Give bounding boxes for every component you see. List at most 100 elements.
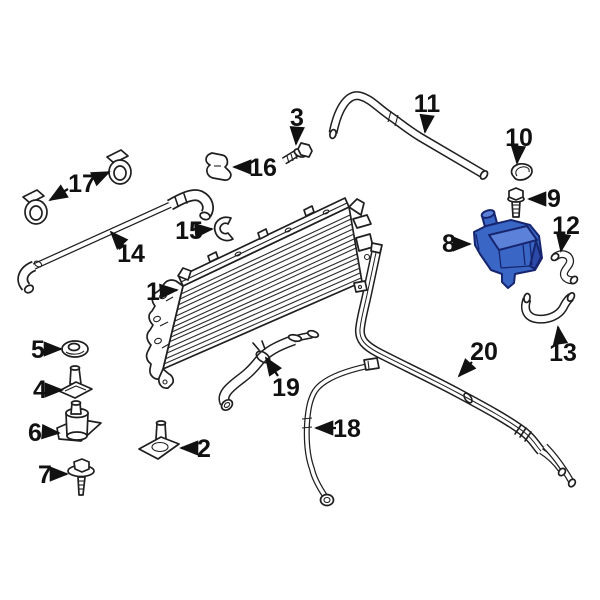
callout-19-arrow [264,356,283,377]
hose-12-end-cap [550,252,560,262]
reservoir-ribs [475,233,533,269]
callout-3-arrow [289,126,305,146]
radiator-corner-bracket-left [177,267,192,281]
tube-18-sleeve [301,426,313,429]
hose-12-drawing[interactable] [550,250,579,285]
reservoir-filler-cap [480,209,496,219]
callout-20-arrow [457,358,477,378]
cooler-line-top-fitting [370,242,383,254]
hose-11-sleeve [394,114,399,127]
callout-6-arrow [41,423,61,440]
bolt-3-head [297,142,313,158]
stud-2-pad [138,436,180,460]
radiator-top-tabs [207,205,330,263]
callout-17[interactable]: 17 [68,170,96,198]
cooler-lines-drawing[interactable] [353,242,577,488]
cooler-line-bracket-hole [357,284,363,290]
bolt-7-shank [77,476,86,496]
tube-14-drawing[interactable] [17,189,214,294]
hose-19-drawing[interactable] [218,329,320,412]
clip-17-left-drawing[interactable] [22,189,48,225]
clip-17-tab [106,149,129,164]
tube-18-bottom-cap-hole [323,496,331,504]
callout-17-arrow-1 [90,171,111,187]
callout-6[interactable]: 6 [28,419,42,447]
callout-20[interactable]: 20 [470,338,498,366]
callout-12[interactable]: 12 [552,212,580,240]
hose-11-sleeve [387,110,392,123]
tube-14-clamp [174,196,179,207]
mount-6-drawing[interactable] [56,400,102,442]
tube-14-bottom-cap [23,284,35,294]
bolt-9-drawing[interactable] [507,187,525,218]
bolt-3-drawing[interactable] [281,142,313,165]
callout-2[interactable]: 2 [197,435,211,463]
callout-11-arrow [419,113,435,134]
reservoir-top-face [488,225,538,251]
stud-4-base [58,381,93,399]
radiator-fins [163,214,362,365]
clip-17-tab [22,189,45,204]
tube-18-sleeve [301,417,313,420]
cooler-line-end-cap [557,467,567,477]
tube-18-top-fitting [363,357,380,371]
tube-18-fitting-line [367,360,370,370]
callout-4[interactable]: 4 [33,376,47,404]
callout-12-arrow [556,232,572,253]
callout-15-arrow [194,222,214,239]
callout-18[interactable]: 18 [333,415,361,443]
hose-13-drawing[interactable] [521,291,576,324]
clip-17-right-drawing[interactable] [106,149,132,185]
tube-14-elbow-cap [199,211,211,221]
clip-15-drawing[interactable] [213,216,234,242]
hose-11-drawing[interactable] [328,91,489,181]
stud-4-drawing[interactable] [58,365,93,399]
radiator-top-tank-edge [180,202,348,283]
hose-13-end-cap [566,291,576,303]
coolant-reservoir-drawing[interactable] [473,209,543,289]
cooler-line-wrap [463,392,532,442]
radiator-drawing[interactable] [145,197,374,389]
callout-10-arrow [510,145,527,165]
overflow-tube-drawing[interactable] [301,357,380,507]
callout-3[interactable]: 3 [290,104,304,132]
clip-16-drawing[interactable] [205,152,232,181]
bolt-7-head [73,458,90,473]
callout-11[interactable]: 11 [414,90,441,118]
tube-14-clamp [183,193,188,204]
callout-19[interactable]: 19 [272,374,300,402]
callout-8[interactable]: 8 [442,230,456,258]
bolt-7-drawing[interactable] [67,458,95,496]
callout-13[interactable]: 13 [549,339,577,367]
hose-11-end-cap [479,170,489,180]
callout-1[interactable]: 1 [146,278,160,306]
hose-19-end-cap [220,398,234,412]
callout-14[interactable]: 14 [117,240,145,268]
hose-13-end-cap [523,292,531,304]
radiator-drain-hole [162,379,168,385]
hose-11-end-cap [329,128,337,140]
callout-16[interactable]: 16 [249,154,277,182]
callout-7[interactable]: 7 [38,461,52,489]
grommet-5-drawing[interactable] [61,340,89,358]
bolt-9-head [508,187,524,201]
radiator-drain [158,368,175,389]
callout-15[interactable]: 15 [175,217,203,245]
callout-14-arrow [109,230,129,250]
callout-5[interactable]: 5 [31,336,45,364]
callout-9[interactable]: 9 [547,185,561,213]
radiator-corner-brackets-right [348,198,374,261]
callout-10[interactable]: 10 [505,124,533,152]
hose-19-flange [287,333,303,343]
hose-12-end-cap [569,275,579,285]
callout-17-arrow [48,184,69,202]
stud-2-drawing[interactable] [138,420,180,460]
cooler-line-bracket [353,280,368,293]
cooler-line-end-cap [567,478,577,488]
callout-1-arrow [159,283,179,300]
reservoir-side-face [529,240,542,270]
clip-10-drawing[interactable] [510,162,533,181]
